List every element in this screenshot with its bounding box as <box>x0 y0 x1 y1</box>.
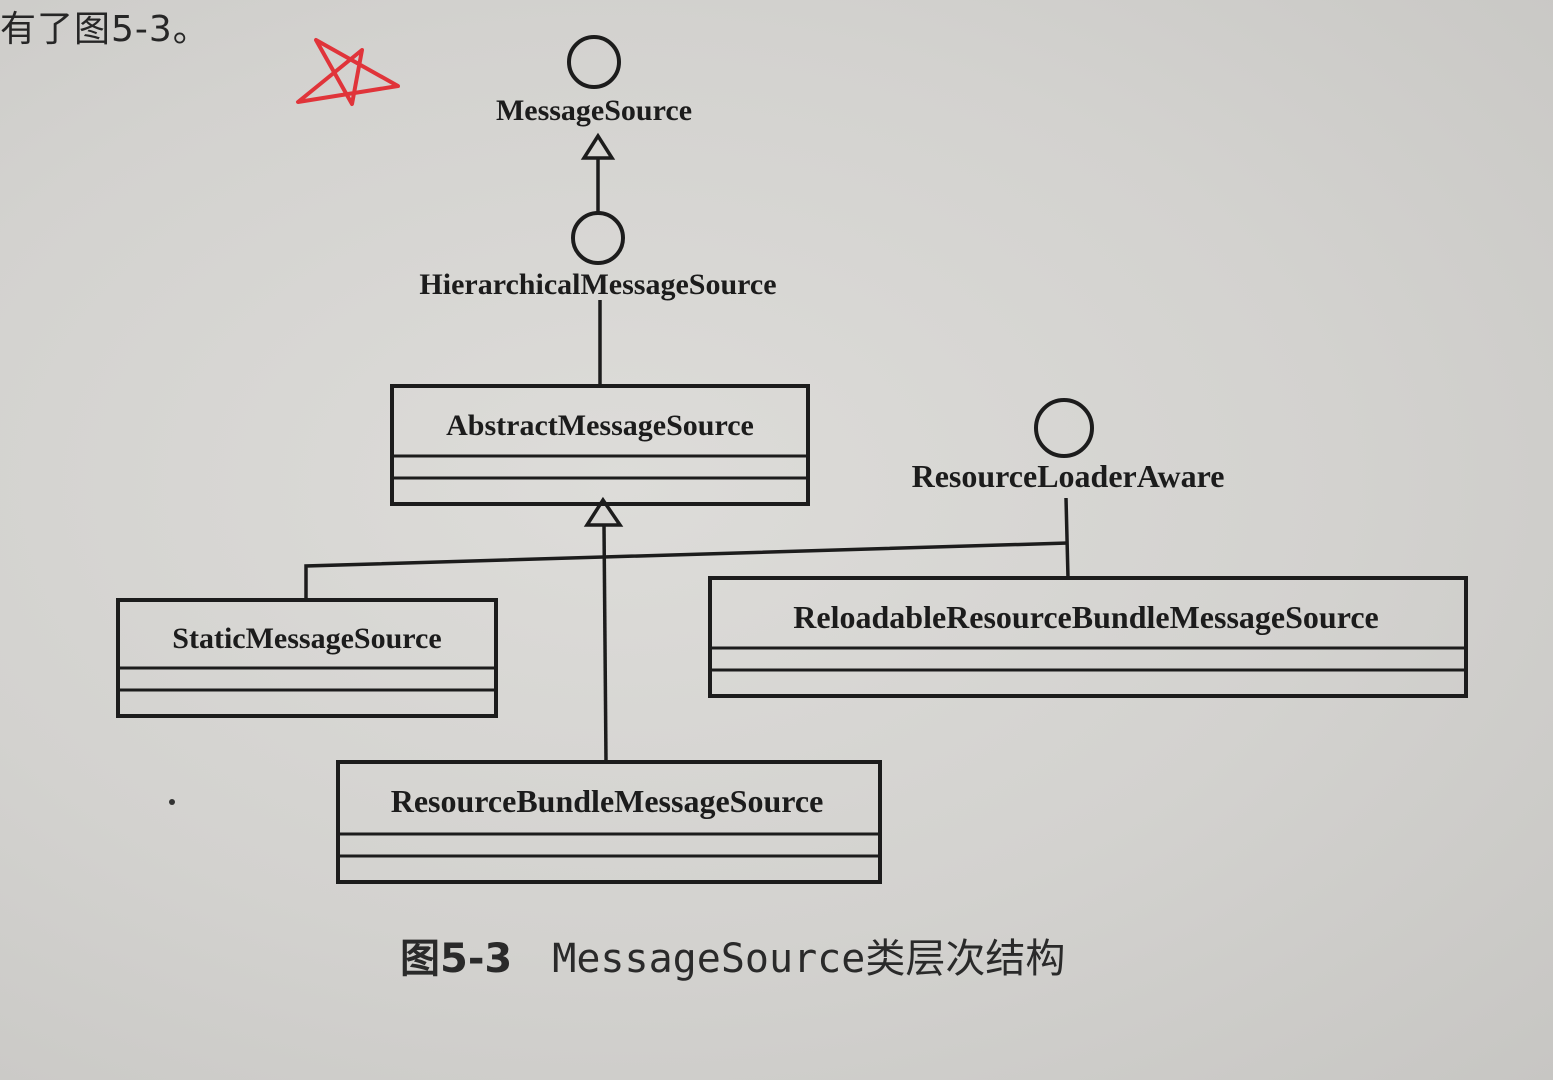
message-source-interface-icon <box>567 35 621 89</box>
resource-loader-aware-interface-icon <box>1034 398 1094 458</box>
hierarchical-message-source-label: HierarchicalMessageSource <box>419 268 776 301</box>
resource-loader-aware-label: ResourceLoaderAware <box>912 458 1225 494</box>
handwritten-star-mark <box>296 38 400 106</box>
connector-static-to-trunk <box>304 541 1069 600</box>
hierarchical-interface-icon <box>571 211 625 265</box>
resource-bundle-message-source-label: ResourceBundleMessageSource <box>391 783 824 819</box>
reloadable-resource-bundle-message-source-label: ReloadableResourceBundleMessageSource <box>793 599 1378 635</box>
figure-title: MessageSource类层次结构 <box>552 936 1066 982</box>
reloadable-resource-bundle-message-source-class: ReloadableResourceBundleMessageSource <box>708 576 1468 698</box>
figure-caption: 图5-3 MessageSource类层次结构 <box>400 926 1065 984</box>
static-message-source-class: StaticMessageSource <box>116 598 498 718</box>
connector-resourcebundle-to-abstract <box>602 524 608 763</box>
generalization-arrow-messagesource <box>580 132 616 160</box>
message-source-label: MessageSource <box>496 94 692 127</box>
resource-bundle-message-source-class: ResourceBundleMessageSource <box>336 760 882 884</box>
abstract-message-source-class: AbstractMessageSource <box>390 384 810 506</box>
print-speck <box>169 799 175 805</box>
connector-loaderaware-to-reloadable <box>1064 497 1070 579</box>
abstract-message-source-label: AbstractMessageSource <box>446 409 754 442</box>
generalization-arrow-abstract <box>583 496 624 527</box>
static-message-source-label: StaticMessageSource <box>172 622 441 655</box>
intro-text: 有了图5-3。 <box>0 9 210 50</box>
connectors <box>304 132 1070 763</box>
figure-number: 图5-3 <box>400 936 513 982</box>
